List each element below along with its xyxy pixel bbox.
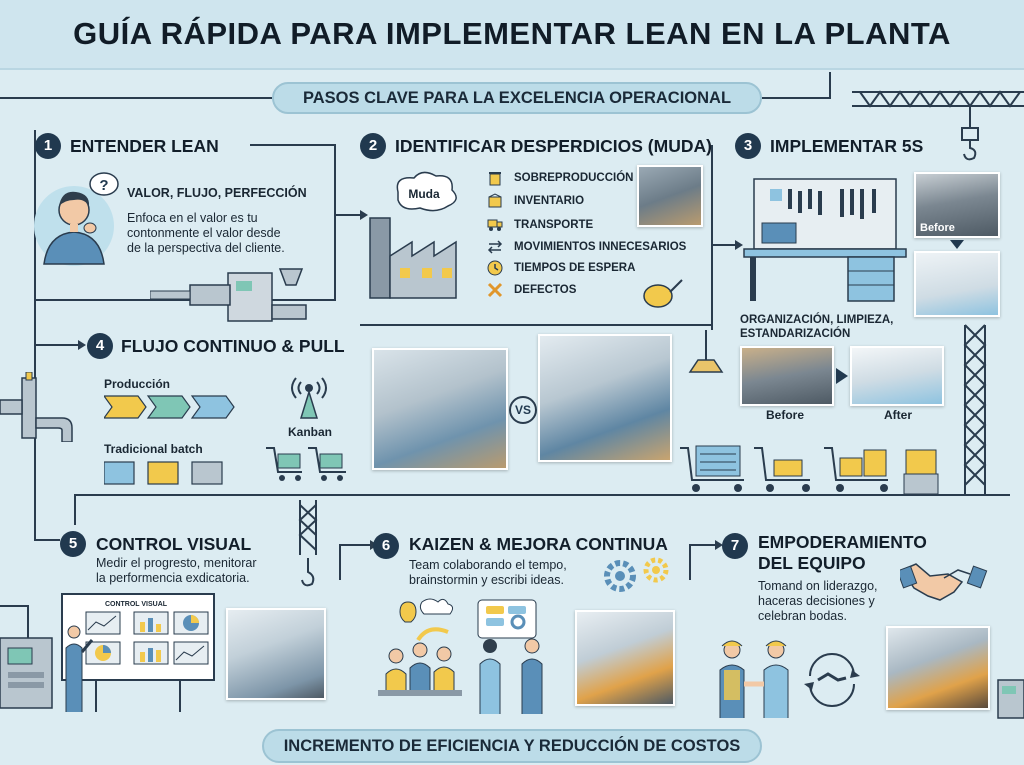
svg-text:Muda: Muda: [408, 187, 440, 201]
step-3-badge: 3: [735, 133, 761, 159]
kanban-label: Kanban: [288, 425, 333, 439]
trash-icon: [489, 172, 501, 186]
step-7-title-line-2: DEL EQUIPO: [758, 553, 866, 573]
subtitle: PASOS CLAVE PARA LA EXCELENCIA OPERACION…: [272, 82, 762, 114]
control-board-illustration: CONTROL VISUAL: [61, 593, 215, 712]
step-1-body-line-1: Enfoca en el valor es tu: [127, 211, 258, 225]
step-6-body-line-1: Team colaborando el tempo,: [409, 558, 567, 572]
waste-item-2: INVENTARIO: [514, 195, 585, 207]
team-photo: [886, 626, 990, 710]
team-handshake-illustration: [719, 640, 860, 718]
step-1-title: ENTENDER LEAN: [70, 136, 219, 156]
box-icon: [488, 193, 502, 208]
step-7-body-line-2: haceras decisiones y: [758, 594, 875, 608]
5s-caption-line-2: ESTANDARIZACIÓN: [740, 328, 851, 340]
machine-left-illustration: [0, 605, 53, 709]
step-6-badge: 6: [373, 533, 399, 559]
workers-photo-left: [372, 348, 508, 470]
production-label: Producción: [104, 377, 171, 391]
after-photo: [850, 346, 944, 406]
carts-row: [680, 445, 939, 495]
5s-caption-line-1: ORGANIZACIÓN, LIMPIEZA,: [740, 314, 894, 326]
step-7-body-line-1: Tomand on liderazgo,: [758, 579, 878, 593]
step-4-title: FLUJO CONTINUO & PULL: [121, 336, 345, 356]
gears-icon: [604, 557, 669, 592]
after-label: After: [884, 408, 913, 422]
waste-item-5: TIEMPOS DE ESPERA: [514, 262, 636, 274]
step-1-body-line-2: contonmente el valor desde: [127, 226, 281, 240]
visual-control-photo: [226, 608, 326, 700]
waste-item-3: TRANSPORTE: [514, 219, 594, 231]
x-icon: [487, 282, 503, 298]
flow-arrows: [104, 395, 235, 419]
svg-text:?: ?: [99, 177, 108, 194]
step-4-badge: 4: [87, 333, 113, 359]
factory-muda-illustration: Muda: [369, 171, 457, 299]
waste-item-6: DEFECTOS: [514, 284, 577, 296]
after-photo-top: [914, 251, 1000, 317]
kaizen-team-illustration: [378, 598, 543, 714]
footer-banner: INCREMENTO DE EFICIENCIA Y REDUCCIÓN DE …: [262, 729, 762, 763]
step-5-title: CONTROL VISUAL: [96, 534, 252, 554]
step-1-body-line-3: de la perspectiva del cliente.: [127, 241, 285, 255]
kanban-carts: [266, 447, 346, 481]
truck-icon: [487, 219, 503, 231]
vs-badge: VS: [509, 396, 537, 424]
before-label-top: Before: [920, 222, 955, 234]
step-1-heading: VALOR, FLUJO, PERFECCIÓN: [127, 186, 307, 200]
workbench-illustration: [743, 178, 907, 302]
machine-illustration: [150, 268, 307, 322]
waste-photo: [637, 165, 703, 227]
step-2-badge: 2: [360, 133, 386, 159]
signal-tower-icon: [291, 377, 327, 419]
waste-item-1: SOBREPRODUCCIÓN: [514, 172, 634, 184]
waste-item-4: MOVIMIENTOS INNECESARIOS: [514, 241, 687, 253]
step-5-body-line-2: la performencia exdicatoria.: [96, 571, 250, 585]
step-6-body-line-2: brainstormin y escribi ideas.: [409, 573, 564, 587]
batch-label: Tradicional batch: [104, 442, 203, 456]
before-photo: [740, 346, 834, 406]
step-2-title: IDENTIFICAR DESPERDICIOS (MUDA): [395, 136, 712, 156]
step-7-badge: 7: [722, 533, 748, 559]
svg-text:CONTROL VISUAL: CONTROL VISUAL: [105, 601, 168, 608]
machine-right-illustration: [997, 679, 1024, 719]
page-title: GUÍA RÁPIDA PARA IMPLEMENTAR LEAN EN LA …: [73, 16, 951, 51]
step-6-title: KAIZEN & MEJORA CONTINUA: [409, 534, 668, 554]
watering-can-icon: [643, 279, 683, 308]
arrows-icon: [487, 240, 503, 254]
clock-icon: [487, 260, 503, 276]
step-1-badge: 1: [35, 133, 61, 159]
step-7-title-line-1: EMPODERAMIENTO: [758, 532, 927, 552]
kaizen-photo: [575, 610, 675, 706]
batch-boxes: [104, 461, 223, 485]
pipe-illustration: [0, 372, 73, 442]
step-5-badge: 5: [60, 531, 86, 557]
step-3-title: IMPLEMENTAR 5S: [770, 136, 924, 156]
before-photo-top: [914, 172, 1000, 238]
arrow-right-icon: [836, 368, 848, 384]
thinking-person-icon: ?: [34, 172, 119, 266]
step-7-body-line-3: celebran bodas.: [758, 609, 847, 623]
handshake-icon: [900, 563, 988, 601]
workers-photo-right: [538, 334, 672, 462]
header-band: [0, 0, 1024, 70]
before-label: Before: [766, 408, 805, 422]
arrow-down-icon: [950, 240, 964, 249]
step-5-body-line-1: Medir el progresto, menitorar: [96, 556, 257, 570]
